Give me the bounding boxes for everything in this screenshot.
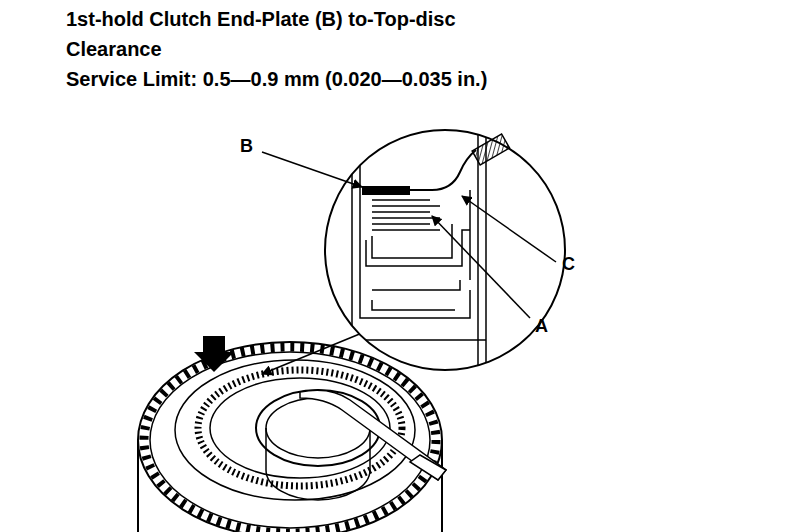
- callout-letter: B: [240, 136, 253, 158]
- heading: 1st-hold Clutch End-Plate (B) to-Top-dis…: [66, 4, 556, 64]
- feeler-gauge: [300, 390, 446, 480]
- callout-letter: A: [535, 316, 548, 338]
- detail-pointer: [262, 333, 362, 374]
- leader-lines: [262, 152, 556, 318]
- callout-letter: C: [562, 254, 575, 276]
- service-limit: Service Limit: 0.5—0.9 mm (0.020—0.035 i…: [66, 67, 487, 91]
- detail-inset: [325, 120, 565, 380]
- push-arrow: [194, 336, 234, 372]
